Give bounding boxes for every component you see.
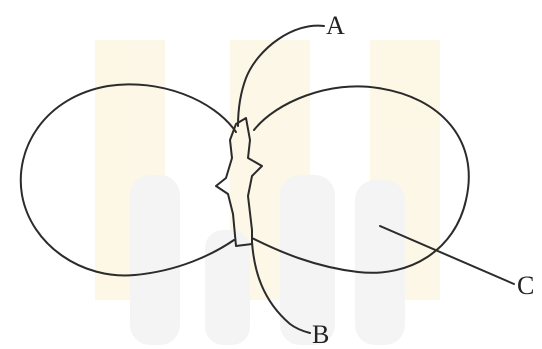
label-b: B — [312, 320, 329, 349]
label-a: A — [326, 11, 345, 40]
leader-line-b — [251, 241, 311, 334]
right-cotyledon — [251, 85, 470, 274]
leader-line-a — [237, 24, 325, 127]
label-c: C — [517, 271, 534, 300]
leader-line-c — [379, 225, 515, 285]
left-cotyledon — [19, 83, 237, 277]
